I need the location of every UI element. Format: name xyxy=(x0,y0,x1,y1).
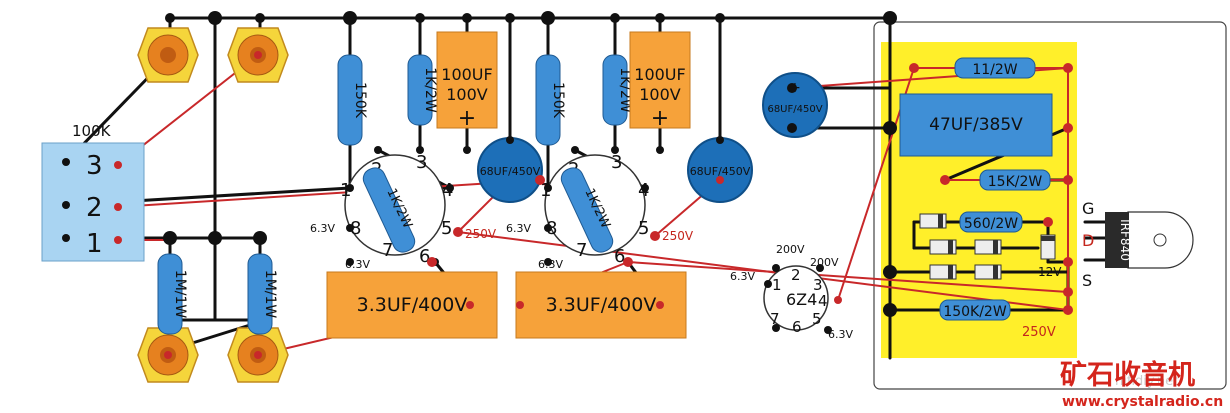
watermark-faint: hifidiy.net xyxy=(1115,374,1178,389)
resistor-15k-2w-label: 15K/2W xyxy=(988,174,1043,190)
rectifier-pin-6: 6 xyxy=(792,318,802,336)
cap-3-3uf-2-label: 3.3UF/400V xyxy=(546,294,657,316)
rectifier-pin-2: 2 xyxy=(791,266,801,284)
tube2-pin-3: 3 xyxy=(611,152,622,173)
pot-pin-3: 3 xyxy=(86,151,103,181)
rectifier-heater-right: 6.3V xyxy=(828,328,853,341)
tube1-heater-1: 6.3V xyxy=(310,222,335,235)
resistor-560-2w xyxy=(959,211,1023,233)
resistor-11-2w-label: 11/2W xyxy=(972,62,1017,78)
tube2-plate-voltage: 250V xyxy=(662,229,694,243)
tube1-pin-3: 3 xyxy=(416,152,427,173)
mosfet-irf840 xyxy=(1105,211,1194,269)
zener-label: 12V xyxy=(1038,265,1062,279)
resistor-150k-1-label: 150K xyxy=(352,82,368,119)
resistor-150k-2-label: 150K xyxy=(550,82,566,119)
cap-47uf-label: 47UF/385V xyxy=(929,115,1023,135)
cap-47uf xyxy=(899,93,1053,157)
black-junctions xyxy=(62,11,897,334)
rectifier-v-right: 200V xyxy=(810,256,839,269)
rectifier-name: 6Z4 xyxy=(786,290,817,309)
tube1-pin-6: 6 xyxy=(419,246,430,267)
rectifier-v-left: 200V xyxy=(776,243,805,256)
cap-100uf-2-voltage: 100V xyxy=(639,85,681,104)
rectifier-pin-7: 7 xyxy=(770,310,780,328)
rectifier-pin-1: 1 xyxy=(772,276,782,294)
resistor-1m-right-label: 1M/1W xyxy=(262,270,278,319)
resistor-11-2w xyxy=(954,57,1036,79)
rectifier-pin-4: 4 xyxy=(818,292,828,310)
rectifier-heater-left: 6.3V xyxy=(730,270,755,283)
electrolytic-68uf-1-label: 68UF/450V xyxy=(480,165,541,178)
resistor-1k2w-1 xyxy=(407,54,433,126)
resistor-diag-2 xyxy=(560,167,614,253)
resistor-15k-2w xyxy=(979,169,1051,191)
resistor-150k-1 xyxy=(337,54,363,146)
jack-top-left xyxy=(137,27,199,83)
cap-100uf-2-value: 100UF xyxy=(634,65,685,84)
resistor-1m-left xyxy=(157,253,183,335)
tube2-pin-6: 6 xyxy=(614,246,625,267)
psu-out-voltage: 250V xyxy=(1022,325,1056,340)
cap-100uf-2-plus: + xyxy=(651,106,669,131)
tube1-pin-1: 1 xyxy=(340,180,351,201)
resistor-150k-2w-label: 150K/2W xyxy=(943,304,1007,320)
rectifier-pin-5: 5 xyxy=(812,310,822,328)
psu-diodes xyxy=(919,213,1056,280)
resistor-1m-left-label: 1M/1W xyxy=(172,270,188,319)
cap-3-3uf-1-label: 3.3UF/400V xyxy=(357,294,468,316)
watermark-url: www.crystalradio.cn xyxy=(1062,394,1223,410)
cap-100uf-2 xyxy=(629,31,691,129)
tube1-plate-voltage: 250V xyxy=(465,227,497,241)
mosfet-label: IRF840 xyxy=(1118,219,1132,261)
potentiometer-body xyxy=(41,142,145,262)
cap-100uf-1-value: 100UF xyxy=(441,65,492,84)
resistor-560-2w-label: 560/2W xyxy=(964,216,1018,232)
electrolytic-68uf-main xyxy=(762,72,828,138)
mosfet-pin-g: G xyxy=(1082,199,1094,218)
mosfet-pin-s: S xyxy=(1082,271,1092,290)
electrolytic-68uf-2-label: 68UF/450V xyxy=(690,165,751,178)
tube1-pin-8: 8 xyxy=(350,218,361,239)
resistor-diag-1 xyxy=(362,167,416,253)
watermark-brand-cn: 矿石收音机 xyxy=(1060,359,1195,391)
cap-100uf-1 xyxy=(436,31,498,129)
resistor-1k2w-2-label: 1K/2W xyxy=(617,67,633,113)
resistor-1k2w-2 xyxy=(602,54,628,126)
pot-pin-2: 2 xyxy=(86,193,103,223)
tube1-pin-7: 7 xyxy=(382,240,393,261)
tube2-pin-5: 5 xyxy=(638,218,649,239)
tube2-heater-1: 6.3V xyxy=(506,222,531,235)
pot-pin-1: 1 xyxy=(86,229,103,259)
potentiometer-label: 100K xyxy=(72,122,112,140)
rectifier-pin-3: 3 xyxy=(813,276,823,294)
red-junctions xyxy=(114,51,1073,359)
rectifier-socket xyxy=(763,265,829,331)
cap-100uf-1-plus: + xyxy=(458,106,476,131)
electrolytic-68uf-main-label: 68UF/450V xyxy=(767,104,822,115)
tube2-pin-7: 7 xyxy=(576,240,587,261)
resistor-150k-2 xyxy=(535,54,561,146)
resistor-150k-2w xyxy=(939,299,1011,321)
resistor-1k2w-1-label: 1K/2W xyxy=(422,67,438,113)
tube1-pin-5: 5 xyxy=(441,218,452,239)
cap-100uf-1-voltage: 100V xyxy=(446,85,488,104)
resistor-1m-right xyxy=(247,253,273,335)
mosfet-pin-d: D xyxy=(1082,231,1094,250)
